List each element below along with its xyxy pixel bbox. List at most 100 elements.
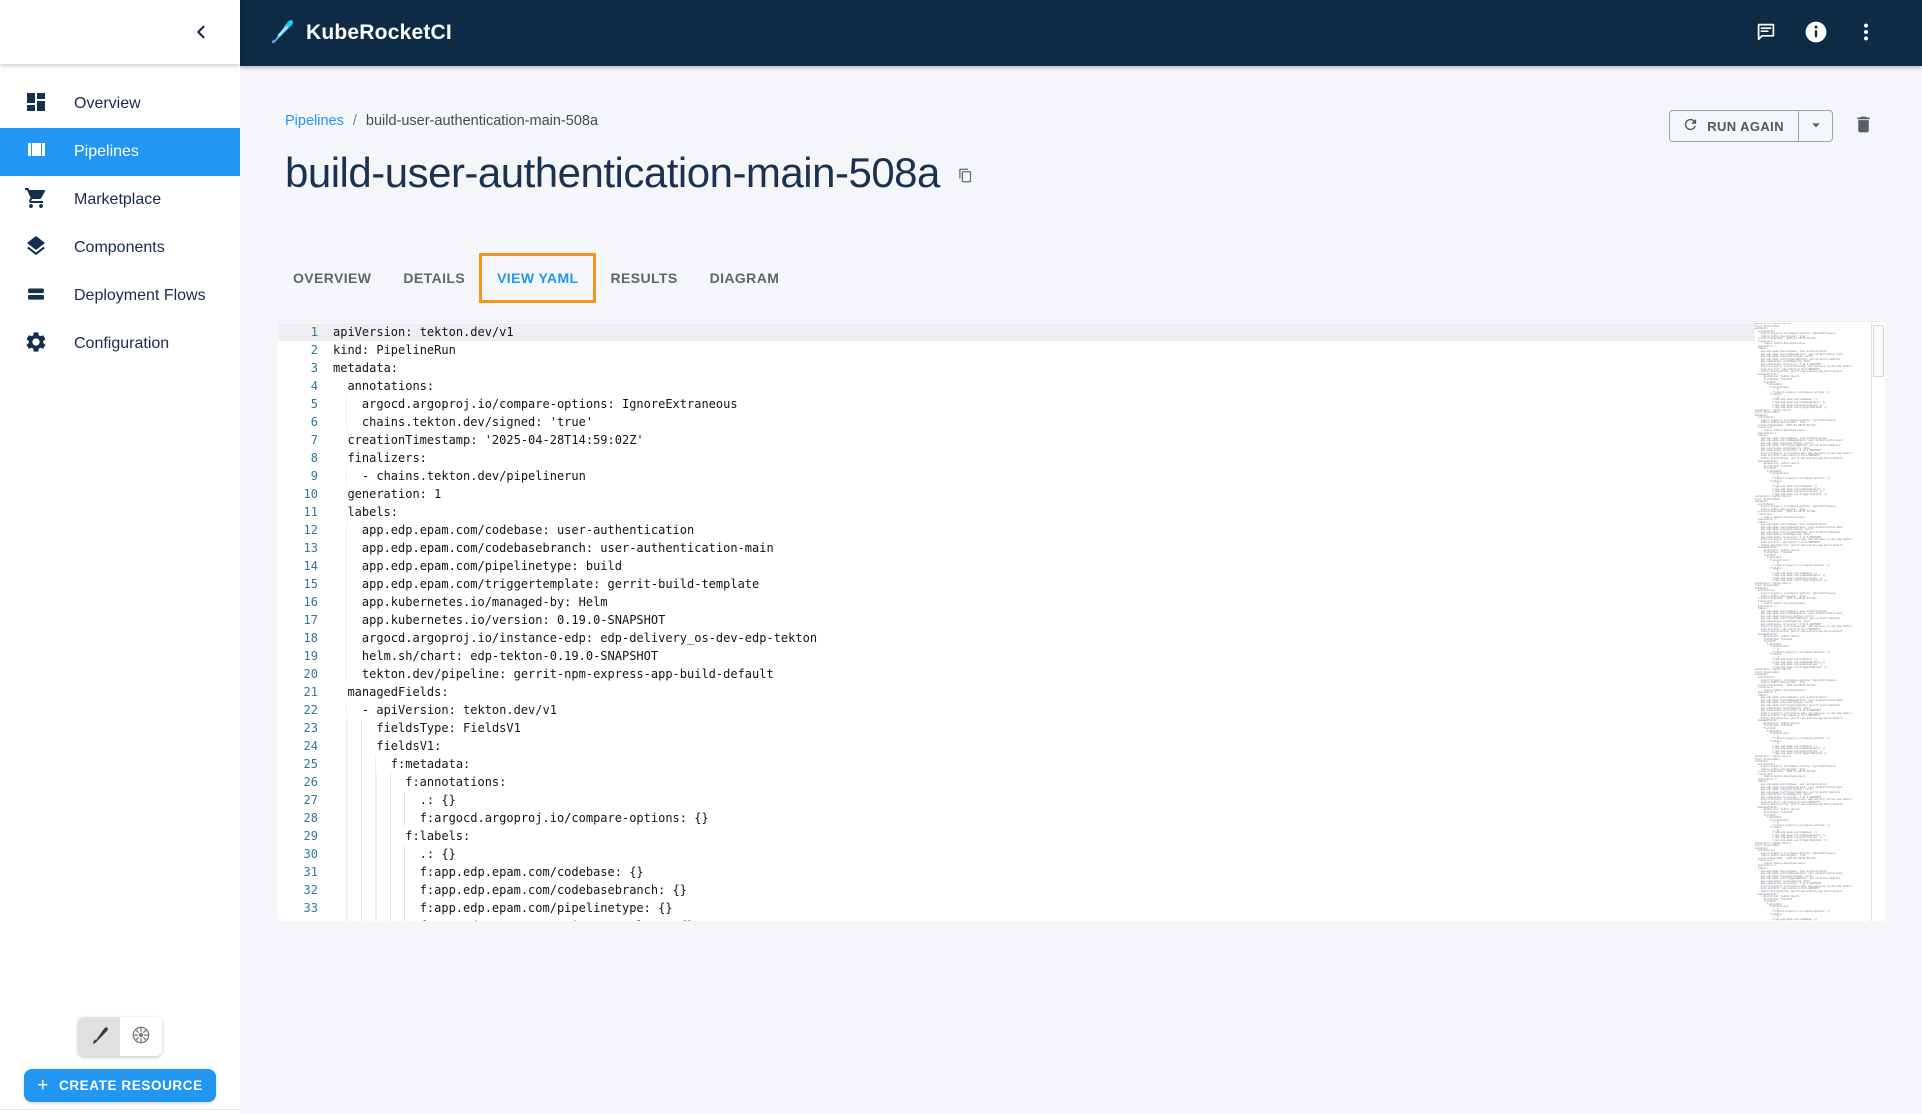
kebab-menu-button[interactable] [1846, 13, 1886, 53]
sidebar-bottom-divider [0, 1109, 240, 1110]
code-line[interactable]: 27.: {} [278, 791, 1755, 809]
sidebar-item-label: Pipelines [74, 143, 139, 161]
breadcrumb-pipelines-link[interactable]: Pipelines [285, 113, 344, 129]
code-line[interactable]: 13app.edp.epam.com/codebasebranch: user-… [278, 539, 1755, 557]
code-line[interactable]: 15app.edp.epam.com/triggertemplate: gerr… [278, 575, 1755, 593]
code-line[interactable]: 18argocd.argoproj.io/instance-edp: edp-d… [278, 629, 1755, 647]
code-line[interactable]: 14app.edp.epam.com/pipelinetype: build [278, 557, 1755, 575]
code-line[interactable]: 25f:metadata: [278, 755, 1755, 773]
run-again-button[interactable]: RUN AGAIN [1670, 111, 1798, 141]
code-line[interactable]: 17app.kubernetes.io/version: 0.19.0-SNAP… [278, 611, 1755, 629]
editor-scrollbar[interactable] [1871, 323, 1885, 921]
layers-icon [24, 234, 48, 263]
code-line[interactable]: 20tekton.dev/pipeline: gerrit-npm-expres… [278, 665, 1755, 683]
refresh-icon [1682, 116, 1699, 136]
code-line[interactable]: 10generation: 1 [278, 485, 1755, 503]
code-line[interactable]: 9- chains.tekton.dev/pipelinerun [278, 467, 1755, 485]
feedback-icon [1754, 20, 1778, 47]
topbar-actions [1746, 13, 1886, 53]
code-line[interactable]: 30.: {} [278, 845, 1755, 863]
sidebar-item-label: Deployment Flows [74, 287, 206, 305]
run-again-dropdown-button[interactable] [1798, 111, 1832, 141]
editor-minimap[interactable]: apiVersion: tekton.dev/v1kind: PipelineR… [1755, 323, 1871, 921]
breadcrumb: Pipelines / build-user-authentication-ma… [285, 113, 598, 129]
code-line[interactable]: 11labels: [278, 503, 1755, 521]
yaml-editor[interactable]: 1apiVersion: tekton.dev/v12kind: Pipelin… [278, 321, 1885, 921]
sidebar-item-label: Overview [74, 95, 141, 113]
tab-diagram[interactable]: DIAGRAM [694, 255, 796, 301]
delete-pipeline-run-button[interactable] [1849, 110, 1878, 142]
code-line[interactable]: 22- apiVersion: tekton.dev/v1 [278, 701, 1755, 719]
sidebar-item-marketplace[interactable]: Marketplace [0, 176, 240, 224]
gear-icon [24, 330, 48, 359]
sidebar: Overview Pipelines Marketplace Component… [0, 0, 240, 1114]
code-line[interactable]: 21managedFields: [278, 683, 1755, 701]
code-line[interactable]: 3metadata: [278, 359, 1755, 377]
code-line[interactable]: 7creationTimestamp: '2025-04-28T14:59:02… [278, 431, 1755, 449]
code-line[interactable]: 4annotations: [278, 377, 1755, 395]
code-line[interactable]: 23fieldsType: FieldsV1 [278, 719, 1755, 737]
code-line[interactable]: 16app.kubernetes.io/managed-by: Helm [278, 593, 1755, 611]
sidebar-item-pipelines[interactable]: Pipelines [0, 128, 240, 176]
create-resource-button[interactable]: + CREATE RESOURCE [24, 1069, 216, 1102]
sidebar-item-label: Configuration [74, 335, 169, 353]
run-again-split-button: RUN AGAIN [1669, 110, 1833, 142]
code-line[interactable]: 6chains.tekton.dev/signed: 'true' [278, 413, 1755, 431]
sidebar-item-label: Marketplace [74, 191, 161, 209]
create-resource-label: CREATE RESOURCE [59, 1078, 203, 1093]
tab-overview[interactable]: OVERVIEW [277, 255, 387, 301]
plus-icon: + [37, 1076, 49, 1095]
header-actions: RUN AGAIN [1669, 110, 1878, 142]
stacked-bars-icon [24, 282, 48, 311]
tab-details[interactable]: DETAILS [387, 255, 481, 301]
cluster-mode-toggle [78, 1017, 162, 1056]
code-line[interactable]: 29f:labels: [278, 827, 1755, 845]
sidebar-item-deployment-flows[interactable]: Deployment Flows [0, 272, 240, 320]
krci-mode-button[interactable] [78, 1017, 120, 1056]
info-button[interactable] [1796, 13, 1836, 53]
main-content: Pipelines / build-user-authentication-ma… [240, 66, 1922, 1114]
page-title: build-user-authentication-main-508a [285, 149, 940, 197]
code-lines[interactable]: 1apiVersion: tekton.dev/v12kind: Pipelin… [278, 323, 1755, 921]
info-icon [1803, 19, 1829, 48]
kubernetes-wheel-icon [130, 1024, 152, 1049]
chevron-left-icon [190, 21, 212, 46]
sidebar-item-components[interactable]: Components [0, 224, 240, 272]
tab-results[interactable]: RESULTS [594, 255, 693, 301]
code-line[interactable]: 26f:annotations: [278, 773, 1755, 791]
sidebar-item-label: Components [74, 239, 165, 257]
kubernetes-mode-button[interactable] [120, 1017, 162, 1056]
sidebar-item-overview[interactable]: Overview [0, 80, 240, 128]
dashboard-icon [24, 90, 48, 119]
code-line[interactable]: 31f:app.edp.epam.com/codebase: {} [278, 863, 1755, 881]
shopping-cart-icon [24, 186, 48, 215]
top-navbar: KubeRocketCI [240, 0, 1922, 66]
sidebar-collapse-button[interactable] [184, 16, 218, 50]
tab-view-yaml[interactable]: VIEW YAML [481, 255, 594, 301]
feedback-button[interactable] [1746, 13, 1786, 53]
app-logo: KubeRocketCI [266, 16, 452, 51]
code-line[interactable]: 19helm.sh/chart: edp-tekton-0.19.0-SNAPS… [278, 647, 1755, 665]
code-line[interactable]: 12app.edp.epam.com/codebase: user-authen… [278, 521, 1755, 539]
sidebar-item-configuration[interactable]: Configuration [0, 320, 240, 368]
code-line[interactable]: 34f:app.edp.epam.com/triggertemplate: {} [278, 917, 1755, 921]
rocket-icon [88, 1024, 110, 1049]
copy-name-button[interactable] [956, 165, 975, 189]
code-line[interactable]: 32f:app.edp.epam.com/codebasebranch: {} [278, 881, 1755, 899]
code-line[interactable]: 8finalizers: [278, 449, 1755, 467]
arrow-drop-down-icon [1807, 116, 1825, 137]
code-line[interactable]: 28f:argocd.argoproj.io/compare-options: … [278, 809, 1755, 827]
rocket-logo-icon [266, 16, 296, 51]
code-line[interactable]: 33f:app.edp.epam.com/pipelinetype: {} [278, 899, 1755, 917]
breadcrumb-separator: / [353, 113, 357, 129]
page-header: build-user-authentication-main-508a [285, 149, 975, 197]
pipelines-icon [24, 138, 48, 167]
app-title: KubeRocketCI [306, 21, 452, 45]
sidebar-nav: Overview Pipelines Marketplace Component… [0, 80, 240, 368]
code-line[interactable]: 5argocd.argoproj.io/compare-options: Ign… [278, 395, 1755, 413]
code-line[interactable]: 24fieldsV1: [278, 737, 1755, 755]
tab-bar: OVERVIEW DETAILS VIEW YAML RESULTS DIAGR… [277, 255, 795, 301]
code-line[interactable]: 2kind: PipelineRun [278, 341, 1755, 359]
editor-scrollbar-thumb[interactable] [1873, 325, 1884, 377]
code-line[interactable]: 1apiVersion: tekton.dev/v1 [278, 323, 1755, 341]
